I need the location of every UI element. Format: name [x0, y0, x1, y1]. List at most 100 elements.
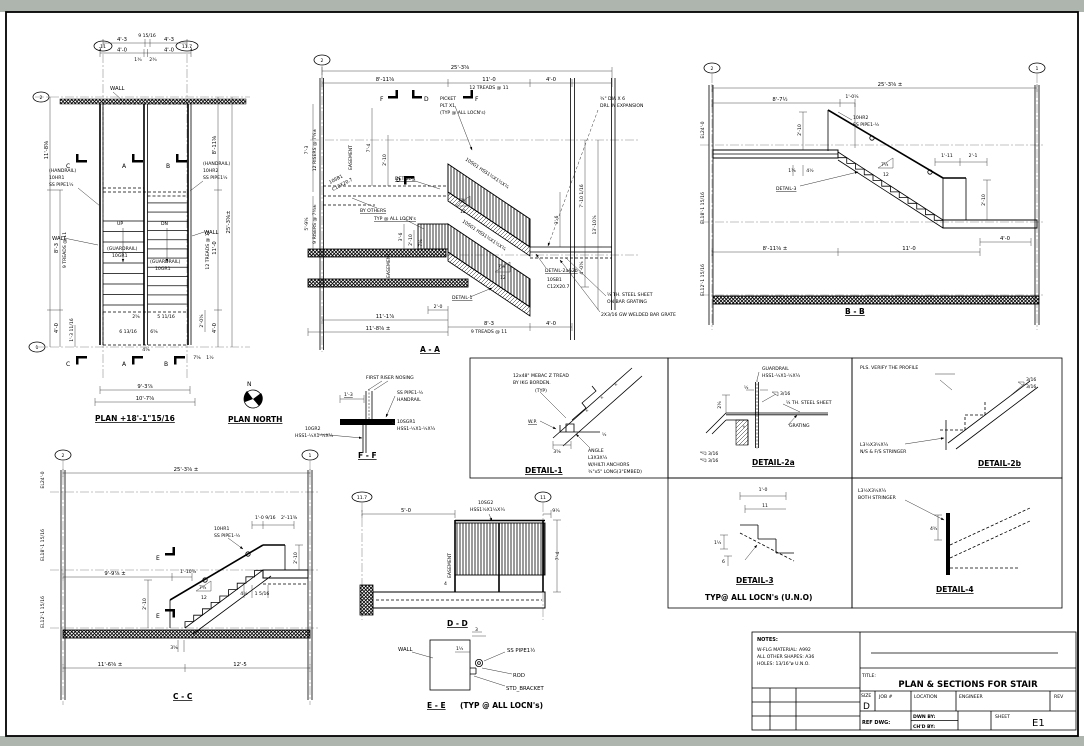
- engineer-label: ENGINEER: [959, 694, 983, 700]
- elevation-label: EL18'-1 15/16: [700, 192, 706, 224]
- dim: 4'-0⅜: [579, 261, 585, 275]
- grid-bubble: 1: [309, 453, 312, 459]
- ff-text: FIRST RISER NOSING 1'-3 SS PIPE1-½ HANDR…: [295, 375, 436, 460]
- dim: 9¼: [552, 508, 560, 514]
- dim: 6⅝: [150, 329, 158, 335]
- dim: 8'-3: [54, 243, 60, 253]
- dim: 4: [444, 581, 447, 587]
- dim: 5'-9¼: [304, 217, 310, 231]
- dim: 1'-10⅜: [180, 569, 197, 575]
- picket-label: PICKET: [440, 96, 456, 102]
- dim: 3⅝: [170, 645, 178, 651]
- dim: 2'-10: [981, 194, 987, 206]
- slope: 7⅝: [498, 264, 506, 270]
- dim: 1½: [714, 539, 722, 546]
- ee-text: WALL 1½ 3 SS PIPE1½ ROD STD_BRACKET E - …: [398, 627, 544, 710]
- dim: 2'-1: [969, 153, 978, 159]
- dim: 2'-10: [293, 552, 299, 564]
- marker-c: C: [66, 163, 70, 170]
- dim: 1'-3: [344, 392, 353, 398]
- weld-size: 3/16: [708, 458, 718, 464]
- handrail-label: (HANDRAIL): [203, 161, 230, 167]
- dim: 9 TREADS @ 11: [62, 232, 68, 268]
- dim: 11'-1⅞: [376, 314, 395, 320]
- dim: 11'-6⅝ ±: [98, 662, 123, 668]
- dim: 1 5/16: [255, 591, 270, 597]
- drl-note: DRL IN EXPANSION: [600, 103, 643, 109]
- marker-f: F: [475, 96, 479, 103]
- plan-title: PLAN +18'-1"15/16: [95, 414, 175, 423]
- bb-title: B - B: [845, 307, 865, 316]
- guardrail-label: 10GR1: [155, 266, 171, 272]
- detail3-linework: [720, 492, 795, 566]
- dim: 1'-3 11/16: [69, 318, 75, 342]
- dim: 12'-5: [233, 662, 246, 668]
- dim: 1'-0: [759, 487, 768, 493]
- guardrail-label: (GUARDRAIL): [107, 246, 138, 252]
- grid-bubble-1: 1: [36, 345, 39, 351]
- angle-note: ANGLE: [588, 448, 604, 454]
- slope: 7⅝: [458, 198, 466, 204]
- job-label: JOB #: [878, 694, 893, 700]
- beam-label: 10SB1: [547, 277, 562, 283]
- section-dd: 11.7 11 5'-0 9¼ 7'-4 4 10SG2 HSS1½X1½X¼ …: [351, 491, 561, 628]
- dim: 5 11/16: [157, 314, 175, 320]
- plan-linework: [28, 39, 250, 406]
- dim: 3: [99, 47, 102, 53]
- dim: 11'-0: [902, 246, 916, 252]
- dim: 2⅝: [132, 314, 140, 320]
- easement-label: EASEMENT: [447, 553, 453, 578]
- guardrail-label: 10GR1: [112, 253, 128, 259]
- dim: 2'-0⅜: [199, 314, 205, 328]
- marker-a: A: [122, 361, 127, 368]
- picket-label: (TYP @ ALL LOCN's): [440, 110, 486, 116]
- sheet-note: ¼ TH. STEEL SHEET: [786, 400, 832, 406]
- dim: 7'-10 1/16: [579, 184, 585, 208]
- angle-note: N/S & F/S STRINGER: [860, 449, 907, 455]
- up-label: UP: [117, 221, 123, 227]
- rod-label: ROD: [513, 673, 525, 679]
- sheet-note: ON BAR GRATING: [607, 299, 647, 305]
- tread-note: BY IKG BORDEN.: [513, 380, 551, 386]
- weld-size: 3/16: [1026, 377, 1036, 383]
- ee-title-suffix: (TYP @ ALL LOCN's): [460, 701, 543, 710]
- marker-e: E: [156, 555, 160, 562]
- detail2a-title: DETAIL-2a: [752, 458, 795, 467]
- dim: 11: [762, 503, 768, 509]
- dim: 7'-4: [366, 144, 372, 153]
- titleblock-text: NOTES: W-FLG MATERIAL: A992 ALL OTHER SH…: [757, 637, 1064, 730]
- elevation-label: EL24'-0: [700, 121, 706, 138]
- handrail-label: SS PIPE1-½: [853, 121, 880, 128]
- marker-c: C: [66, 361, 70, 368]
- dim: 2¼: [717, 401, 723, 409]
- marker-d: D: [396, 177, 401, 184]
- grid-bubble-2: 2: [40, 95, 43, 101]
- slope: 12: [883, 172, 889, 178]
- location-label: LOCATION: [914, 694, 937, 700]
- pipe-label: SS PIPE1-½: [397, 389, 424, 396]
- sheet-number: E1: [1032, 718, 1045, 729]
- dim: 5'-0: [401, 508, 412, 514]
- dim: 13'-10⅞: [592, 215, 598, 235]
- dim: 4'-0: [54, 322, 60, 333]
- detail3-note: TYP@ ALL LOCN's (U.N.O): [705, 593, 812, 602]
- note-line: ALL OTHER SHAPES: A36: [757, 654, 814, 660]
- title-block: NOTES: W-FLG MATERIAL: A992 ALL OTHER SH…: [751, 631, 1077, 731]
- marker-e: E: [156, 613, 160, 620]
- detail3-title: DETAIL-3: [736, 576, 774, 585]
- dim: 4'-0: [117, 48, 128, 54]
- slope: 12: [201, 595, 207, 601]
- marker-b: B: [164, 361, 168, 368]
- guard-label: HSS1-½X1-½X¼: [762, 372, 801, 379]
- cc-text: 2 1 EL24'-0 EL18'-1 15/16 EL12'-1 15/16 …: [40, 453, 312, 701]
- handrail-label: 10HR1: [49, 175, 64, 181]
- detail-2b: PLS. VERIFY THE PROFILE 3/16 3/16 L3½X3½…: [860, 365, 1039, 468]
- dim: 4⅝: [142, 347, 150, 353]
- cc-linework: [50, 449, 320, 705]
- ee-linework: [411, 631, 513, 691]
- sheet-note: ¼ TH. STEEL SHEET: [607, 292, 653, 298]
- dim: 25'-3⅝±: [226, 210, 232, 233]
- grid-bubble: 2: [321, 58, 324, 64]
- dim: 7'-4: [555, 552, 561, 561]
